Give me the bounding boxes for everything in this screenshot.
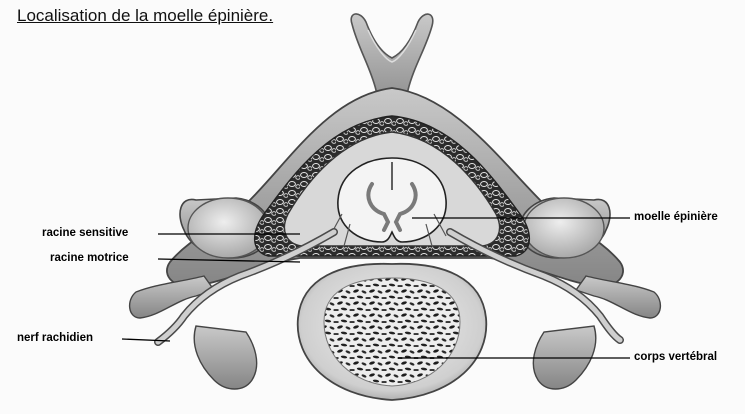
vertebral-body — [298, 264, 487, 400]
label-corps-vertebral: corps vertébral — [634, 351, 717, 363]
label-racine-sensitive: racine sensitive — [42, 227, 128, 239]
label-moelle-epiniere: moelle épinière — [634, 211, 718, 223]
label-racine-motrice: racine motrice — [50, 252, 129, 264]
label-nerf-rachidien: nerf rachidien — [17, 332, 93, 344]
left-transverse-process — [130, 198, 271, 389]
